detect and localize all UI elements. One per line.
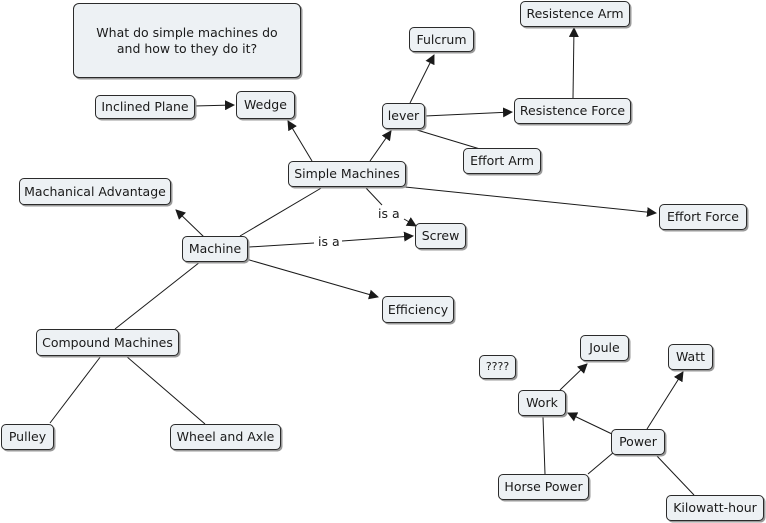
node-screw[interactable]: Screw (415, 223, 466, 249)
connector-simple-machines-lever (369, 130, 392, 162)
node-wedge[interactable]: Wedge (236, 91, 295, 119)
connector-lever-fulcrum (409, 54, 435, 104)
node-joule[interactable]: Joule (580, 335, 629, 361)
connector-machine-is-a (248, 242, 315, 248)
connector-machine-compound-machines (114, 261, 201, 330)
node-compound-machines[interactable]: Compound Machines (36, 329, 179, 356)
node-wheel-and-axle[interactable]: Wheel and Axle (170, 424, 281, 450)
node-simple-machines[interactable]: Simple Machines (288, 161, 406, 187)
connector-is-a-screw (403, 217, 417, 227)
connector-machine-efficiency (245, 258, 379, 300)
connector-simple-machines-wedge (287, 120, 313, 162)
node-resistance-arm[interactable]: Resistence Arm (520, 1, 630, 27)
node-unknown[interactable]: ???? (479, 355, 516, 379)
connector-power-watt (646, 371, 684, 430)
node-lever[interactable]: lever (382, 103, 425, 129)
node-mechanical-advantage[interactable]: Machanical Advantage (19, 178, 171, 205)
edge-label-simple-machines-screw: is a (376, 206, 402, 221)
connector-compound-pulley (49, 355, 102, 424)
connector-lever-resistance-force (424, 107, 513, 118)
node-pulley[interactable]: Pulley (1, 424, 54, 450)
connector-simple-machines-is-a (365, 187, 383, 206)
node-effort-force[interactable]: Effort Force (659, 204, 747, 230)
connector-resistance-force-resistance-arm (568, 27, 579, 99)
connector-compound-wheel-axle (125, 355, 206, 425)
node-work[interactable]: Work (518, 390, 566, 416)
connector-work-horse-power (542, 416, 546, 475)
connector-is-a-screw-2 (341, 231, 414, 242)
connector-power-horse-power (587, 451, 615, 475)
connector-simple-machines-machine (239, 186, 324, 237)
node-horse-power[interactable]: Horse Power (498, 474, 589, 500)
node-fulcrum[interactable]: Fulcrum (409, 27, 474, 52)
node-inclined-plane[interactable]: Inclined Plane (95, 95, 195, 119)
node-effort-arm[interactable]: Effort Arm (463, 148, 541, 174)
connector-inclined-plane-wedge (193, 100, 235, 111)
node-resistance-force[interactable]: Resistence Force (514, 98, 631, 124)
connector-power-work (567, 412, 613, 435)
connector-machine-mechanical-advantage (175, 209, 205, 238)
connector-lever-effort-arm (416, 129, 481, 150)
focus-question[interactable]: What do simple machines do and how to th… (73, 3, 301, 78)
edge-label-machine-screw: is a (316, 234, 342, 249)
node-machine[interactable]: Machine (182, 236, 248, 262)
node-power[interactable]: Power (611, 429, 665, 455)
node-watt[interactable]: Watt (668, 344, 713, 370)
connector-power-kilowatt-hour (655, 454, 695, 496)
connector-work-joule (559, 363, 588, 391)
connector-simple-machines-effort-force (404, 186, 657, 218)
node-kilowatt-hour[interactable]: Kilowatt-hour (666, 495, 764, 521)
node-efficiency[interactable]: Efficiency (382, 296, 454, 323)
